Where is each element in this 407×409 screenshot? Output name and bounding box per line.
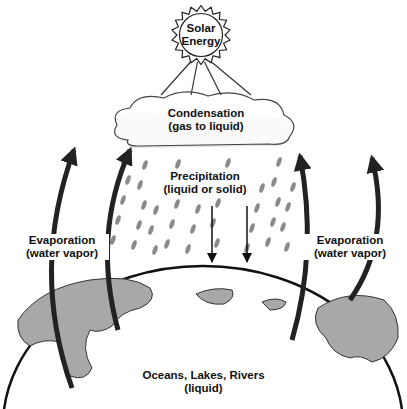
cloud-outline	[115, 92, 294, 146]
rain-drop	[214, 198, 222, 209]
evaporation-arrow	[51, 150, 74, 388]
rain-drop	[114, 215, 122, 226]
node-text: Oceans, Lakes, Rivers (liquid)	[129, 369, 279, 395]
continent	[196, 289, 233, 305]
text-holder: Oceans, Lakes, Rivers (liquid)	[0, 258, 407, 409]
rain-drop	[135, 220, 143, 231]
rain-drop	[151, 245, 159, 256]
rain-drop	[283, 242, 291, 253]
cloud-shape: Condensation (gas to liquid)	[106, 88, 306, 152]
evaporation-label: Evaporation (water vapor)	[14, 234, 110, 260]
rain-drop	[184, 244, 192, 255]
rain-drop	[270, 177, 278, 188]
precipitation-arrow	[211, 206, 213, 262]
sun-ray-connector	[161, 62, 251, 95]
evaporation-arrow	[107, 150, 130, 330]
rain-drops	[109, 155, 302, 256]
rain-drop	[253, 203, 261, 214]
rain-drop	[258, 183, 266, 194]
sun-rays	[172, 6, 230, 65]
rain-drop	[173, 199, 181, 210]
rain-drop	[147, 225, 155, 236]
sun-circle: Solar Energy	[171, 5, 231, 65]
label-text: Evaporation (water vapor)	[303, 234, 397, 260]
continent	[18, 278, 153, 378]
rain-drop	[189, 224, 197, 235]
rain-drop	[140, 200, 148, 211]
rain-drop	[248, 223, 256, 234]
rain-drop	[269, 217, 277, 228]
rain-drop	[284, 202, 292, 213]
rain-drop	[163, 239, 171, 250]
rain-drop	[213, 238, 221, 249]
text-holder: Condensation (gas to liquid)	[106, 88, 306, 152]
rain-drop	[224, 158, 232, 169]
node-text: Condensation (gas to liquid)	[156, 107, 256, 133]
label-text: Evaporation (water vapor)	[15, 234, 109, 260]
rain-drop	[279, 222, 287, 233]
evaporation-arrow	[350, 158, 378, 300]
continent	[262, 299, 286, 310]
rain-drop	[209, 218, 217, 229]
rain-drop	[194, 204, 202, 215]
node-text: Solar Energy	[178, 22, 224, 48]
rain-drop	[124, 175, 132, 186]
precipitation-arrow	[246, 206, 248, 262]
rain-drop	[119, 195, 127, 206]
rain-drop	[264, 237, 272, 248]
rain-drop	[168, 219, 176, 230]
rain-drop	[136, 180, 144, 191]
continent	[315, 296, 398, 363]
rain-drop	[274, 197, 282, 208]
evaporation-label: Evaporation (water vapor)	[302, 234, 398, 260]
text-holder: Solar Energy	[171, 5, 231, 65]
rain-drop	[141, 160, 149, 171]
precipitation-label: Precipitation (liquid or solid)	[150, 170, 260, 196]
earth-band: Oceans, Lakes, Rivers (liquid)	[0, 258, 407, 409]
rain-drop	[275, 157, 283, 168]
rain-drop	[130, 240, 138, 251]
rain-drop	[152, 205, 160, 216]
earth-outline	[3, 266, 403, 409]
rain-drop	[289, 182, 297, 193]
rain-drop	[174, 159, 182, 170]
label-text: Precipitation (liquid or solid)	[151, 170, 259, 196]
